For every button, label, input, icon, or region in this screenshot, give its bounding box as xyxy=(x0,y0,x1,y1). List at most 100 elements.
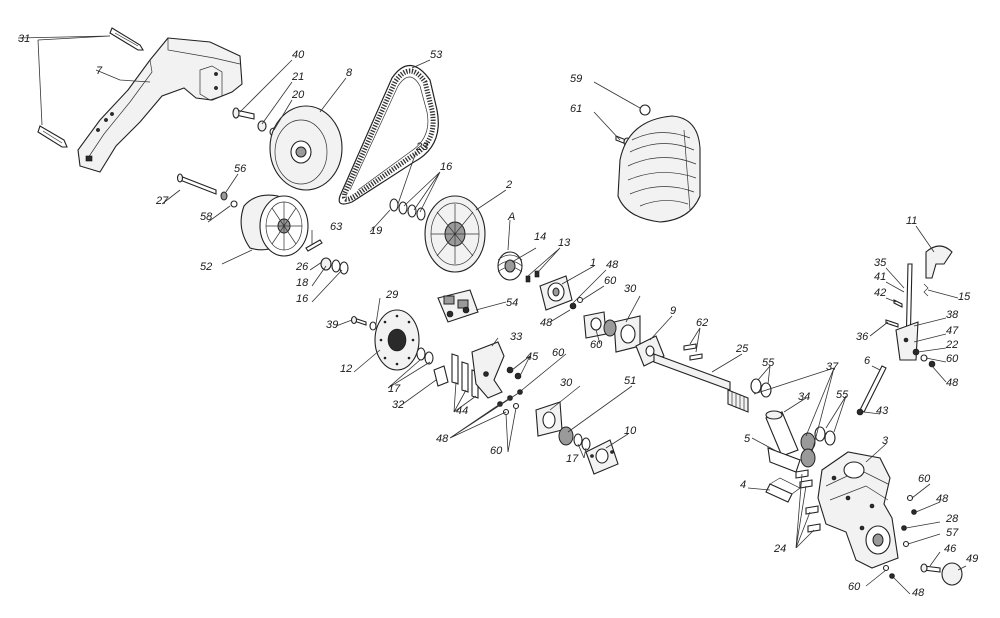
nut-part-48-r2 xyxy=(911,509,917,515)
gear-lever-part-38 xyxy=(895,263,919,361)
pins-part-24 xyxy=(795,469,821,533)
washer-part-29 xyxy=(369,321,377,331)
label-48-r2: 48 xyxy=(936,493,949,505)
label-42: 42 xyxy=(874,287,886,299)
label-9: 9 xyxy=(670,305,676,317)
label-48-r1: 48 xyxy=(946,377,959,389)
label-55-mid: 55 xyxy=(836,389,849,401)
leader-lines xyxy=(17,35,967,595)
label-27: 27 xyxy=(155,195,169,207)
label-34: 34 xyxy=(798,391,810,403)
label-48-mid: 48 xyxy=(540,317,553,329)
bolt-part-40 xyxy=(232,107,255,120)
label-60-r3: 60 xyxy=(848,581,861,593)
label-25: 25 xyxy=(735,343,749,355)
label-47: 47 xyxy=(946,325,959,337)
ring-part-55-d xyxy=(824,430,836,446)
label-35: 35 xyxy=(874,257,887,269)
label-48-low: 48 xyxy=(436,433,449,445)
label-16-top: 16 xyxy=(440,161,453,173)
label-60-r1: 60 xyxy=(946,353,959,365)
washer-part-60-r2 xyxy=(906,494,914,502)
pin-part-42 xyxy=(893,299,903,308)
part-labels: 31 7 40 21 20 8 53 59 61 56 27 58 52 63 … xyxy=(18,33,978,599)
label-60-c: 60 xyxy=(552,347,565,359)
label-6: 6 xyxy=(864,355,871,367)
ring-part-16-a xyxy=(331,259,341,273)
label-19: 19 xyxy=(370,225,382,237)
pulley-part-8 xyxy=(269,105,343,191)
label-55-top: 55 xyxy=(762,357,775,369)
clutch-disc-part-2 xyxy=(424,195,486,273)
bearing-plate-part-30-a xyxy=(535,401,563,437)
pin-part-13-a xyxy=(525,275,531,283)
ring-part-17-b xyxy=(424,351,434,365)
label-40: 40 xyxy=(292,49,305,61)
label-54: 54 xyxy=(506,297,518,309)
clutch-drum-part-52 xyxy=(240,194,309,257)
bushing-part-32 xyxy=(433,365,449,387)
label-43: 43 xyxy=(876,405,889,417)
brake-disc-part-12 xyxy=(374,309,420,371)
label-8: 8 xyxy=(346,67,353,79)
label-56: 56 xyxy=(234,163,247,175)
shaft-part-25 xyxy=(653,353,749,413)
label-30-top: 30 xyxy=(624,283,637,295)
ring-part-16-c xyxy=(407,204,417,218)
washer-part-58 xyxy=(230,200,238,208)
gear-part-37 xyxy=(800,432,816,468)
label-60-hub: 60 xyxy=(604,275,617,287)
label-1: 1 xyxy=(590,257,596,269)
hub-part-1 xyxy=(539,275,573,311)
nut-part-45-a xyxy=(506,366,514,374)
label-24: 24 xyxy=(773,543,786,555)
knob-part-11 xyxy=(925,245,953,279)
washer-part-57 xyxy=(902,540,910,548)
label-61: 61 xyxy=(570,103,582,115)
label-13: 13 xyxy=(558,237,571,249)
drive-belt-part-53 xyxy=(338,64,439,205)
label-48-hub: 48 xyxy=(606,259,619,271)
ring-part-16-b xyxy=(339,261,349,275)
label-37: 37 xyxy=(826,361,839,373)
label-59: 59 xyxy=(570,73,582,85)
pin-part-36 xyxy=(885,319,899,328)
ring-part-16-d xyxy=(416,207,426,221)
label-11: 11 xyxy=(906,215,917,227)
sleeve-part-34 xyxy=(765,410,799,457)
bearing-plate-part-60-flange xyxy=(583,311,607,339)
label-17-low: 17 xyxy=(566,453,579,465)
ring-part-17-a xyxy=(416,347,426,361)
label-60-mid: 60 xyxy=(590,339,603,351)
washer-part-59 xyxy=(639,104,651,116)
nut-part-48-hub xyxy=(569,302,577,310)
ring-part-17-c xyxy=(573,433,583,447)
label-21: 21 xyxy=(291,71,304,83)
ring-part-23-a xyxy=(389,198,399,212)
bearing-plate-part-30-b xyxy=(613,315,641,353)
label-15: 15 xyxy=(958,291,971,303)
label-20: 20 xyxy=(291,89,305,101)
label-3: 3 xyxy=(882,435,889,447)
label-2: 2 xyxy=(505,179,512,191)
pin-part-62 xyxy=(683,343,703,361)
label-41: 41 xyxy=(874,271,886,283)
label-36: 36 xyxy=(856,331,869,343)
label-48-r3: 48 xyxy=(912,587,925,599)
label-49: 49 xyxy=(966,553,978,565)
label-63: 63 xyxy=(330,221,343,233)
pin-part-46 xyxy=(920,563,941,573)
label-10: 10 xyxy=(624,425,637,437)
ring-part-55-a xyxy=(750,378,762,394)
washer-part-60-b xyxy=(512,402,520,410)
label-17-left: 17 xyxy=(388,383,401,395)
flange-part-10 xyxy=(585,439,619,475)
nut-part-48-r1 xyxy=(928,360,936,368)
label-58: 58 xyxy=(200,211,213,223)
label-29: 29 xyxy=(385,289,398,301)
bushing-part-18 xyxy=(320,257,332,271)
label-33: 33 xyxy=(510,331,523,343)
belt-guard-part-7 xyxy=(77,37,243,173)
label-30-low: 30 xyxy=(560,377,573,389)
